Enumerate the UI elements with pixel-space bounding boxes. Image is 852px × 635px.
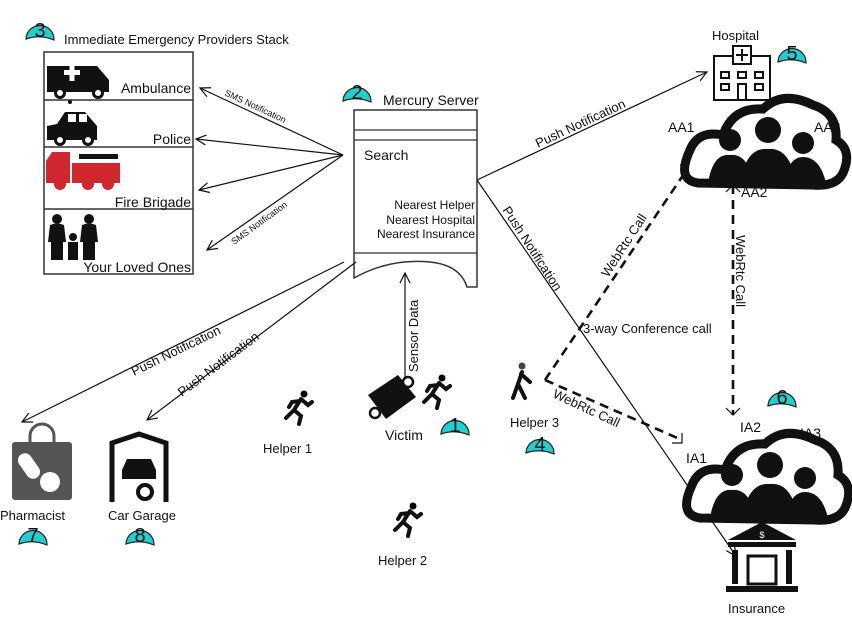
sms-label: SMS Notification bbox=[229, 199, 289, 246]
mercury-server: 2 Mercury Server Search Nearest Helper N… bbox=[342, 82, 479, 288]
helper-2-label: Helper 2 bbox=[378, 553, 427, 568]
victim-label: Victim bbox=[385, 427, 423, 443]
nearest-hospital: Nearest Hospital bbox=[386, 213, 475, 227]
hospital-label: Hospital bbox=[712, 28, 759, 43]
server-title: Mercury Server bbox=[383, 92, 479, 108]
push-hospital-label: Push Notification bbox=[533, 96, 628, 151]
helper-3-icon bbox=[511, 362, 532, 400]
webrtc-ia-label: WebRtc Call bbox=[551, 386, 623, 430]
sms-label: SMS Notification bbox=[223, 88, 288, 125]
agent-ia2: IA2 bbox=[740, 419, 761, 435]
agent-aa3: AA3 bbox=[814, 119, 841, 135]
webrtc-aa-label: WebRtc Call bbox=[598, 211, 650, 280]
victim-node: Victim 1 bbox=[368, 372, 470, 443]
agent-aa1: AA1 bbox=[668, 119, 695, 135]
hospital-node: Hospital 5 AA1 AA2 AA3 bbox=[668, 28, 847, 200]
garage-label: Car Garage bbox=[108, 508, 176, 523]
insurance-label: Insurance bbox=[728, 601, 785, 616]
agents-cloud-icon bbox=[687, 433, 849, 520]
agent-ia3: IA3 bbox=[800, 425, 821, 441]
police-label: Police bbox=[153, 131, 191, 147]
pharmacist-node: Pharmacist 7 bbox=[0, 422, 72, 547]
webrtc-vertical-label: WebRtc Call bbox=[733, 235, 748, 307]
ambulance-icon bbox=[47, 65, 109, 99]
hospital-icon bbox=[713, 45, 771, 101]
badge-3-number: 3 bbox=[34, 20, 45, 42]
badge-6-number: 6 bbox=[776, 387, 787, 409]
agents-cloud-icon bbox=[685, 98, 847, 185]
badge-2-number: 2 bbox=[351, 82, 362, 104]
family-icon bbox=[48, 214, 98, 260]
badge-8-number: 8 bbox=[134, 525, 145, 547]
pharmacist-label: Pharmacist bbox=[0, 508, 65, 523]
loved-ones-label: Your Loved Ones bbox=[83, 259, 191, 275]
nearest-helper: Nearest Helper bbox=[394, 198, 475, 212]
agent-aa2: AA2 bbox=[741, 184, 768, 200]
fire-brigade-label: Fire Brigade bbox=[115, 194, 191, 210]
badge-5-number: 5 bbox=[786, 43, 797, 65]
sensor-data-label: Sensor Data bbox=[406, 299, 421, 372]
car-crash-icon bbox=[368, 372, 452, 420]
conference-call-label: 3-way Conference call bbox=[583, 321, 712, 336]
badge-1-number: 1 bbox=[449, 415, 460, 437]
helper-3-label: Helper 3 bbox=[510, 415, 559, 430]
sms-arrows: SMS Notification SMS Notification bbox=[196, 88, 344, 250]
insurance-building-icon: $ bbox=[726, 522, 798, 592]
stack-title: Immediate Emergency Providers Stack bbox=[64, 32, 289, 47]
police-car-icon bbox=[47, 100, 97, 146]
helper-1-label: Helper 1 bbox=[263, 441, 312, 456]
svg-text:$: $ bbox=[759, 530, 764, 540]
agent-ia1: IA1 bbox=[686, 450, 707, 466]
garage-node: Car Garage 8 bbox=[108, 431, 176, 547]
nearest-insurance: Nearest Insurance bbox=[377, 227, 475, 241]
helper-1-icon bbox=[284, 388, 314, 426]
ambulance-label: Ambulance bbox=[121, 80, 191, 96]
car-garage-icon bbox=[109, 431, 169, 502]
pharmacy-bag-icon bbox=[12, 422, 72, 500]
push-insurance-label: Push Notification bbox=[499, 203, 565, 293]
insurance-agents: 6 IA1 IA2 IA3 $ Insurance bbox=[686, 387, 849, 616]
server-search: Search bbox=[364, 147, 408, 163]
emergency-stack: 3 Immediate Emergency Providers Stack Am… bbox=[25, 20, 289, 275]
badge-4-number: 4 bbox=[534, 434, 545, 456]
badge-7-number: 7 bbox=[27, 525, 38, 547]
webrtc-edges: WebRtc Call WebRtc Call WebRtc Call 3-wa… bbox=[543, 164, 748, 444]
fire-truck-icon bbox=[46, 152, 120, 190]
helper-2-icon bbox=[393, 500, 423, 538]
